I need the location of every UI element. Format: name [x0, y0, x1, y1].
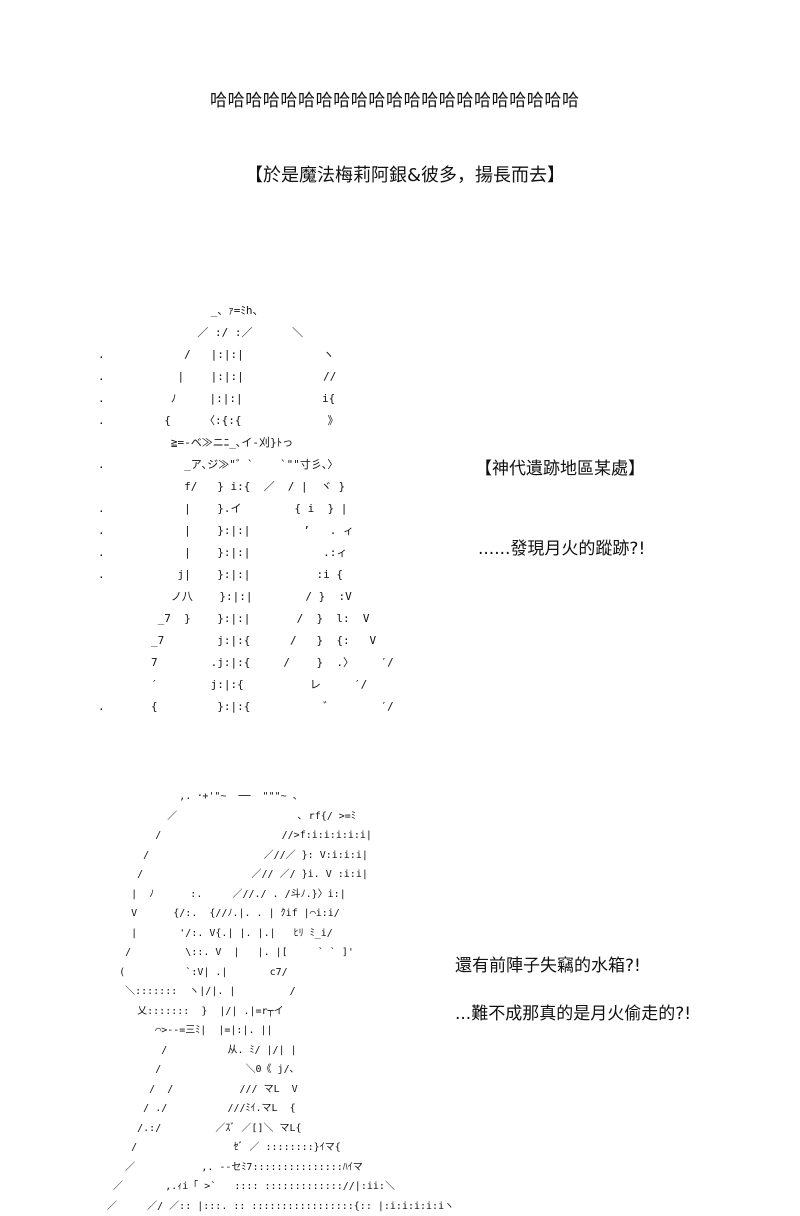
exit-narration: 【於是魔法梅莉阿銀&彼多，揚長而去】	[245, 165, 566, 186]
ascii-art-standing-figure: _、ｧ=ﾐh、 ／ :/ :／ ＼ . / |:|:| ヽ . | |:|:| …	[98, 304, 394, 713]
water-box-caption: 還有前陣子失竊的水箱?!	[455, 956, 641, 976]
ascii-art-profile-figure: ,. ･+'"~ ── """~ 、 ／ ､ rf{/ >=ﾐ / //>f:i…	[107, 791, 455, 1212]
location-caption: 【神代遺跡地區某處】	[475, 459, 645, 479]
discovery-caption: ......發現月火的蹤跡?!	[478, 539, 646, 559]
suspicion-caption: ...難不成那真的是月火偷走的?!	[455, 1004, 692, 1024]
laughter-text: 哈哈哈哈哈哈哈哈哈哈哈哈哈哈哈哈哈哈哈哈哈	[210, 91, 580, 111]
